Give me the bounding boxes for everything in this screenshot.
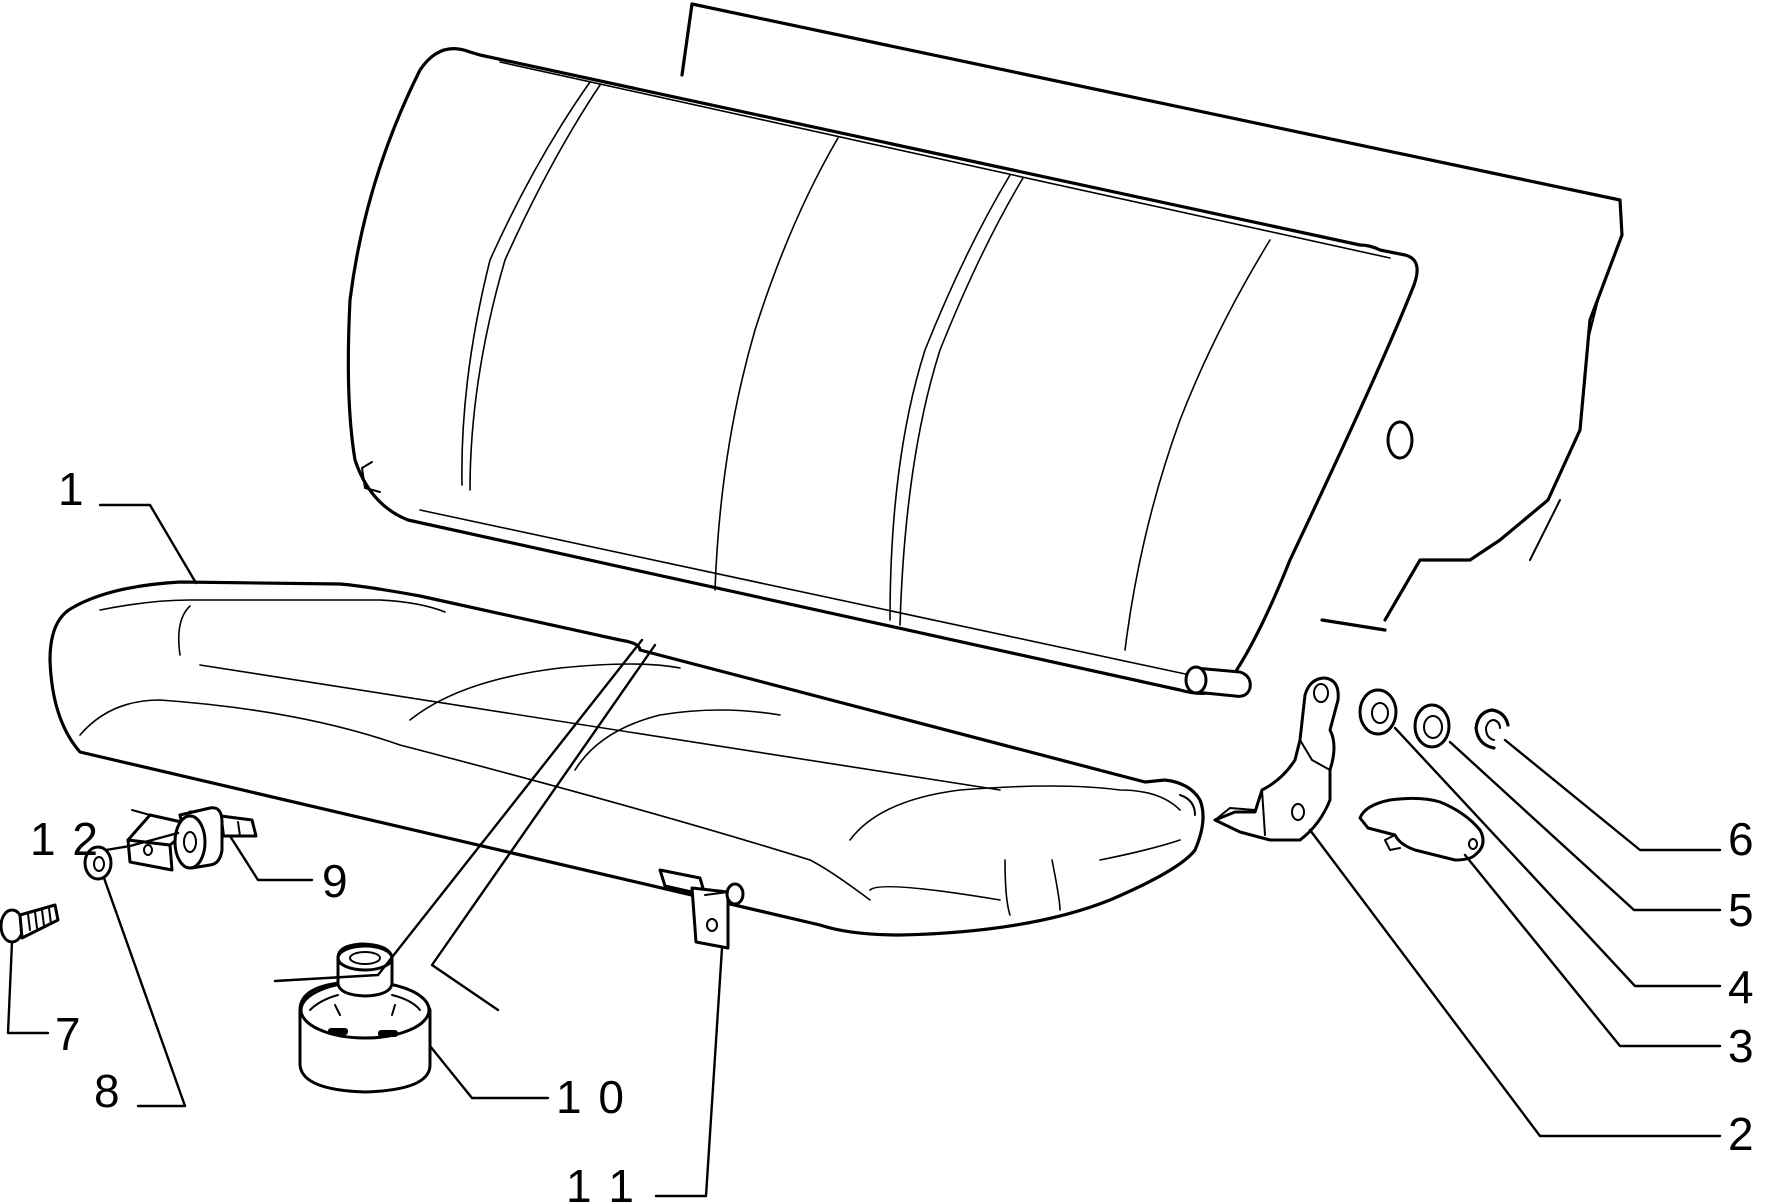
callout-3: 3 xyxy=(1728,1020,1756,1072)
panel-pivot xyxy=(1386,420,1414,460)
bolt xyxy=(0,903,60,944)
callout-2: 2 xyxy=(1728,1108,1756,1160)
callout-1: 1 xyxy=(58,463,86,515)
seat-cushion xyxy=(48,580,1205,937)
ring-washer xyxy=(1413,703,1451,749)
backrest-pivot-pin xyxy=(1193,666,1252,698)
callout-12: 1 2 xyxy=(30,813,100,865)
bump-stop xyxy=(298,942,432,1094)
nut xyxy=(83,845,113,881)
seat-backrest xyxy=(346,47,1419,698)
seat-back-panel xyxy=(680,2,1624,632)
small-hinge-bracket xyxy=(658,868,745,950)
leader-lines xyxy=(6,503,1722,1198)
spacer xyxy=(173,806,224,870)
callout-7: 7 xyxy=(55,1008,83,1060)
circlip xyxy=(1474,708,1510,750)
callout-labels: 1 2 3 4 5 6 7 8 9 1 0 1 1 1 2 xyxy=(30,463,1756,1204)
callout-4: 4 xyxy=(1728,961,1756,1013)
hinge-bracket xyxy=(1213,676,1340,842)
callout-6: 6 xyxy=(1728,813,1756,865)
callout-9: 9 xyxy=(322,855,350,907)
callout-10: 1 0 xyxy=(556,1071,626,1123)
callout-11: 1 1 xyxy=(566,1160,636,1204)
callout-5: 5 xyxy=(1728,884,1756,936)
flat-washer xyxy=(1358,688,1398,736)
hinge-cover xyxy=(1358,796,1485,862)
callout-8: 8 xyxy=(94,1065,122,1117)
